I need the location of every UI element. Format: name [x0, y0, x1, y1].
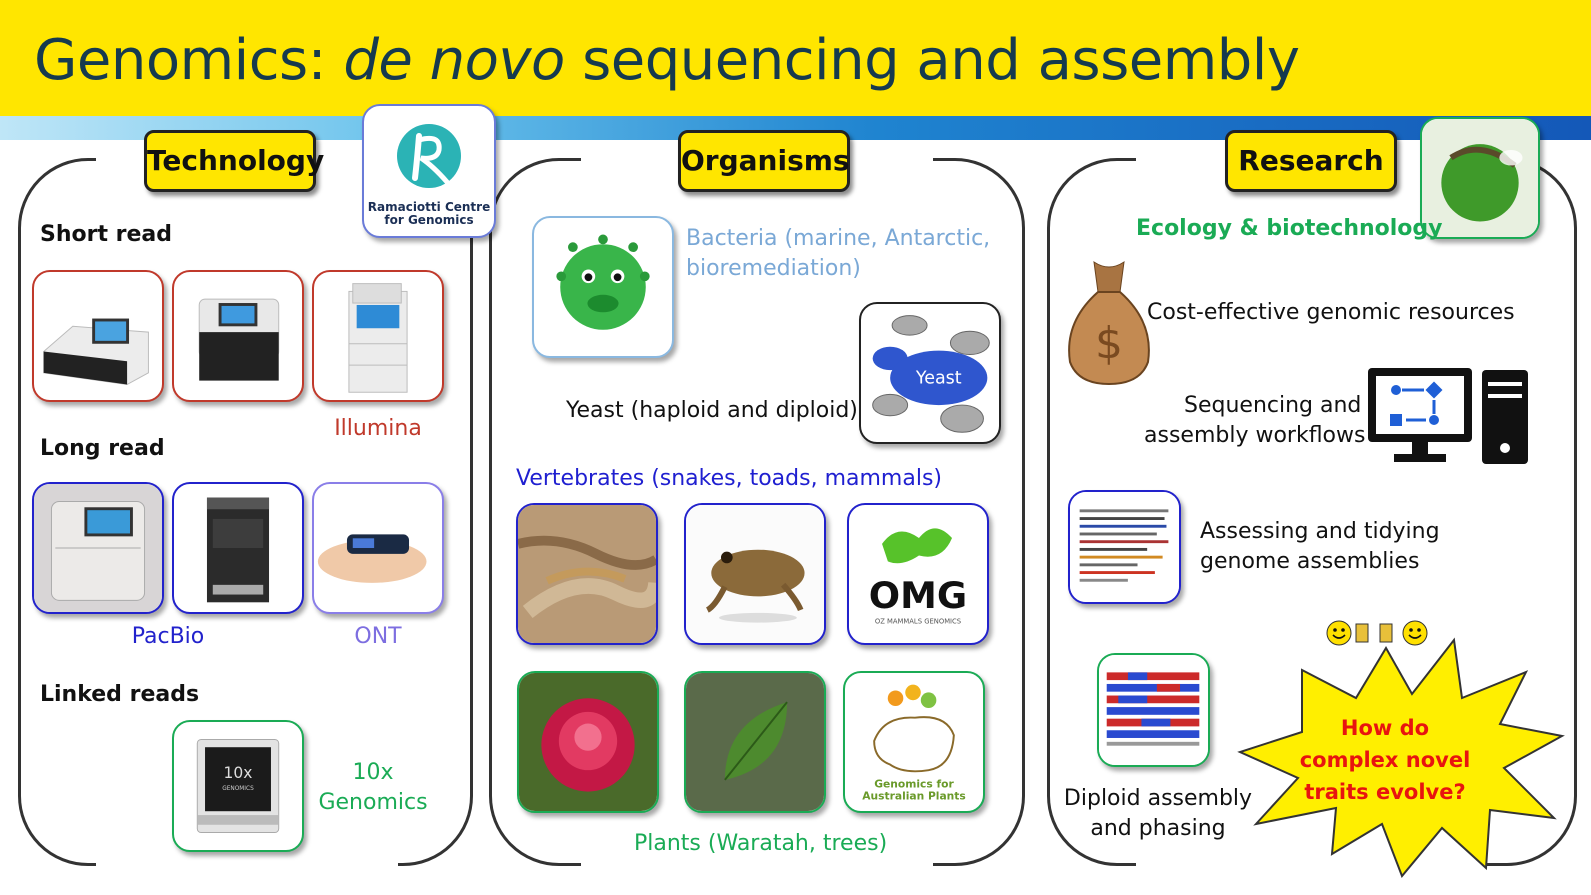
yeast-label: Yeast (haploid and diploid): [566, 398, 858, 423]
genome-track-icon: [1070, 492, 1179, 602]
ecology-image: [1420, 117, 1540, 239]
toad-icon: [686, 505, 824, 643]
ecology-icon: [1422, 119, 1538, 237]
ramaciotti-line1: Ramaciotti Centre: [367, 200, 491, 214]
sequencer-icon: [198, 298, 280, 381]
omg-icon: OMG OZ MAMMALS GENOMICS: [869, 528, 967, 626]
tenx-label-line2: Genomics: [318, 790, 428, 815]
waratah-image: [517, 671, 659, 813]
sequencer-icon: [34, 484, 162, 612]
pacbio-device-2: [172, 482, 304, 614]
yeast-icon-text: Yeast: [915, 369, 962, 389]
title-prefix: Genomics:: [34, 28, 344, 93]
omg-subtext: OZ MAMMALS GENOMICS: [875, 618, 961, 626]
vertebrates-label: Vertebrates (snakes, toads, mammals): [516, 466, 942, 491]
bacteria-icon: [556, 234, 650, 330]
yeast-image: Yeast: [859, 302, 1001, 444]
genomics-australian-plants-logo: Genomics for Australian Plants: [843, 671, 985, 813]
cost-label: Cost-effective genomic resources: [1147, 300, 1515, 325]
title-emphasis: de novo: [343, 28, 565, 93]
linked-reads-label: Linked reads: [40, 682, 200, 707]
ramaciotti-logo: Ramaciotti Centre for Genomics: [362, 104, 496, 238]
gap-logo-line1: Genomics for: [874, 778, 954, 791]
starburst-line3: traits evolve?: [1304, 780, 1466, 804]
phased-blocks-icon: [1099, 655, 1208, 765]
illumina-device-2: [172, 270, 304, 402]
snake-icon: [518, 505, 656, 643]
smiley-cheers-icon: [1326, 620, 1428, 646]
illumina-device-1: [32, 270, 164, 402]
bacteria-image: [532, 216, 674, 358]
starburst-text: How do complex novel traits evolve?: [1290, 712, 1480, 808]
tree-leaf-image: [684, 671, 826, 813]
bacteria-label-line2: bioremediation): [686, 256, 861, 281]
header-bar: [0, 0, 1591, 116]
sequencer-icon: [43, 318, 149, 385]
waratah-icon: [519, 673, 657, 811]
snake-image: [516, 503, 658, 645]
starburst-callout: [1237, 637, 1565, 878]
chromium-icon: 10x GENOMICS: [196, 738, 280, 834]
workflows-label-line2: assembly workflows: [1144, 423, 1366, 448]
bacteria-label-line1: Bacteria (marine, Antarctic,: [686, 226, 991, 251]
technology-frame-gap-bottom: [96, 860, 398, 870]
assessing-label-line2: genome assemblies: [1200, 549, 1420, 574]
organisms-frame-gap-bottom: [581, 860, 933, 870]
minion-icon: [317, 534, 427, 583]
sequencer-icon: [206, 497, 270, 603]
page-title: Genomics: de novo sequencing and assembl…: [34, 28, 1300, 93]
tenx-label-line1: 10x: [352, 760, 394, 785]
starburst-line1: How do: [1340, 716, 1430, 740]
organisms-tag: Organisms: [678, 130, 850, 192]
toad-image: [684, 503, 826, 645]
leaf-icon: [686, 673, 824, 811]
assembly-qc-image: [1068, 490, 1181, 604]
illumina-label: Illumina: [334, 416, 422, 441]
tenx-device-text: 10x: [224, 764, 253, 782]
yeast-icon: Yeast: [872, 315, 990, 433]
diploid-label-line2: and phasing: [1090, 816, 1226, 841]
gap-logo-line2: Australian Plants: [862, 789, 966, 802]
ont-label: ONT: [354, 624, 402, 649]
tenx-device: 10x GENOMICS: [172, 720, 304, 852]
svg-text:$: $: [1095, 318, 1123, 369]
phasing-image: [1097, 653, 1210, 767]
short-read-label: Short read: [40, 222, 173, 247]
workflows-label-line1: Sequencing and: [1184, 393, 1362, 418]
omg-text: OMG: [869, 574, 967, 617]
technology-tag: Technology: [144, 130, 324, 192]
pacbio-label: PacBio: [131, 624, 205, 649]
diploid-label-line1: Diploid assembly: [1063, 786, 1253, 811]
ramaciotti-logo-icon: [397, 124, 461, 188]
omg-logo: OMG OZ MAMMALS GENOMICS: [847, 503, 989, 645]
research-tag: Research: [1225, 130, 1397, 192]
ecology-label: Ecology & biotechnology: [1136, 216, 1443, 241]
title-suffix: sequencing and assembly: [564, 28, 1300, 93]
computer-workflow-icon: [1368, 368, 1528, 464]
sequencer-icon: [348, 283, 408, 393]
pacbio-device-1: [32, 482, 164, 614]
money-bag-icon: $: [1068, 260, 1150, 386]
plants-label: Plants (Waratah, trees): [634, 831, 888, 856]
illumina-device-3: [312, 270, 444, 402]
starburst-line2: complex novel: [1299, 748, 1471, 772]
tenx-device-subtext: GENOMICS: [222, 786, 254, 792]
ont-device: [312, 482, 444, 614]
long-read-label: Long read: [40, 436, 165, 461]
australia-plant-icon: Genomics for Australian Plants: [862, 684, 966, 802]
ramaciotti-line2: for Genomics: [384, 213, 474, 227]
research-frame-gap-bottom: [1136, 860, 1486, 870]
assessing-label-line1: Assessing and tidying: [1200, 519, 1440, 544]
